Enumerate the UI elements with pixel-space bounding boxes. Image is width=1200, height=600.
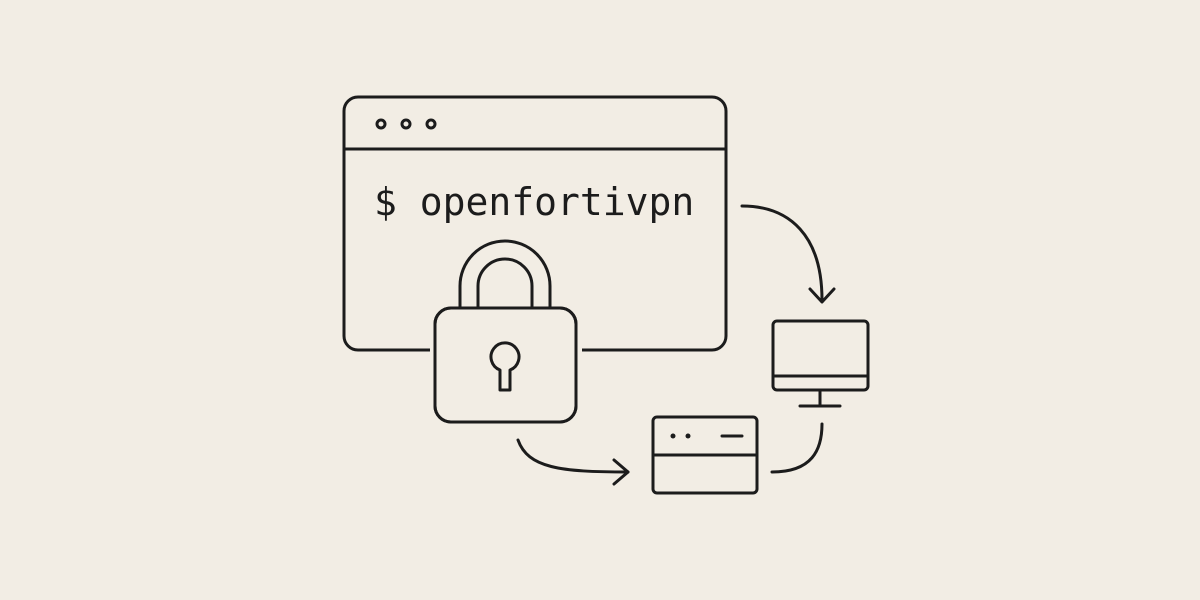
arrow-head (808, 287, 836, 304)
padlock-gap-mask (430, 346, 582, 354)
window-dot-icon (400, 118, 412, 130)
arrow-terminal-to-monitor (740, 204, 824, 302)
server-led-icon (685, 433, 691, 439)
curved-arrow-icon (740, 204, 836, 304)
server-icon (651, 415, 759, 495)
keyhole-icon (489, 341, 521, 392)
window-dot-icon (425, 118, 437, 130)
curved-arrow-icon (516, 438, 630, 486)
connector-server-to-monitor (770, 422, 824, 474)
padlock-shackle (458, 239, 552, 312)
server-led-icon (670, 433, 676, 439)
arrow-padlock-to-server (516, 438, 630, 474)
window-dot-icon (375, 118, 387, 130)
monitor-screen (771, 319, 870, 392)
terminal-command: $ openfortivpn (374, 180, 694, 224)
padlock-body-outline (433, 306, 578, 424)
desktop-monitor-icon (771, 319, 870, 408)
padlock-icon (430, 239, 582, 424)
padlock-body (433, 306, 578, 424)
arrow-head (612, 458, 630, 486)
